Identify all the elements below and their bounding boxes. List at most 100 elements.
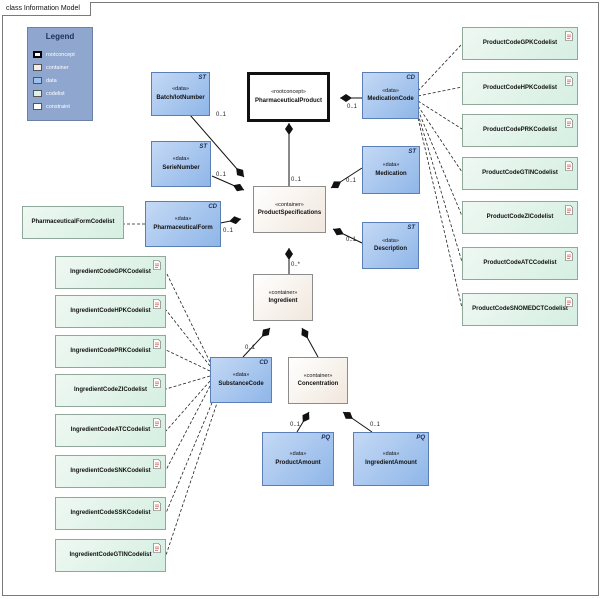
node-product-specifications[interactable]: «container» ProductSpecifications <box>253 186 326 233</box>
product-codelist-node[interactable]: ProductCodeGTINCodelist <box>462 157 578 190</box>
multiplicity-medication: 0..1 <box>346 178 357 184</box>
edge-prodamount-concentration <box>296 411 310 433</box>
legend-swatch <box>33 77 42 84</box>
codelist-icon <box>565 297 573 307</box>
legend-item-container: container <box>33 63 69 72</box>
node-name: PharmaceuticalProduct <box>254 97 323 104</box>
datatype-tag: PQ <box>416 435 425 441</box>
codelist-icon <box>153 418 161 428</box>
dep-medcode-prk <box>417 100 463 130</box>
codelist-icon <box>565 161 573 171</box>
node-name: IngredientCodeSSKCodelist <box>70 510 151 517</box>
node-name: IngredientCodeGPKCodelist <box>70 269 151 276</box>
node-ingredient[interactable]: «container» Ingredient <box>253 274 313 321</box>
datatype-tag: PQ <box>321 435 330 441</box>
dep-sub-ssk <box>165 397 215 514</box>
ingredient-codelist-node[interactable]: IngredientCodeGTINCodelist <box>55 539 166 572</box>
datatype-tag: ST <box>198 75 206 81</box>
ingredient-codelist-node[interactable]: IngredientCodeATCCodelist <box>55 414 166 447</box>
edge-batch-spec <box>189 114 245 178</box>
stereotype-label: «data» <box>382 451 400 458</box>
edge-medication-spec <box>330 167 363 189</box>
codelist-icon <box>153 378 161 388</box>
node-description[interactable]: ST «data» Description <box>362 222 419 269</box>
legend-label: codelist <box>46 90 65 97</box>
dep-sub-zi <box>165 375 211 390</box>
edge-concentration-ingredient <box>301 327 319 358</box>
ingredient-codelist-node[interactable]: IngredientCodeZICodelist <box>55 374 166 407</box>
node-name: Description <box>373 246 407 253</box>
codelist-icon <box>153 501 161 511</box>
stereotype-label: «data» <box>382 87 399 94</box>
datatype-tag: CD <box>406 75 415 81</box>
legend-item-codelist: codelist <box>33 89 65 98</box>
node-name: ProductCodeZICodelist <box>486 214 554 221</box>
dep-sub-gtin <box>165 399 219 556</box>
multiplicity-pform: 0..1 <box>223 228 234 234</box>
edge-serie-spec <box>211 175 245 192</box>
node-substance-code[interactable]: CD «data» SubstanceCode <box>210 357 272 403</box>
dep-sub-snk <box>165 385 211 471</box>
node-medication-code[interactable]: CD «data» MedicationCode <box>362 72 419 119</box>
multiplicity-medcode: 0..1 <box>347 104 358 110</box>
ingredient-codelist-node[interactable]: IngredientCodeHPKCodelist <box>55 295 166 328</box>
node-pharmaceutical-form-codelist[interactable]: PharmaceuticalFormCodelist <box>22 206 124 239</box>
ingredient-codelist-node[interactable]: IngredientCodePRKCodelist <box>55 335 166 368</box>
stereotype-label: «data» <box>382 162 400 169</box>
codelist-icon <box>565 76 573 86</box>
product-codelist-node[interactable]: ProductCodePRKCodelist <box>462 114 578 147</box>
dep-sub-prk <box>165 349 211 372</box>
codelist-icon <box>565 31 573 41</box>
multiplicity-batch: 0..1 <box>216 112 227 118</box>
stereotype-label: «data» <box>382 237 399 244</box>
datatype-tag: ST <box>408 149 416 155</box>
legend-swatch <box>33 90 42 97</box>
datatype-tag: CD <box>208 204 217 210</box>
node-product-amount[interactable]: PQ «data» ProductAmount <box>262 432 334 486</box>
edge-ingamount-concentration <box>342 411 373 433</box>
legend-swatch <box>33 51 42 58</box>
product-codelist-node[interactable]: ProductCodeATCCodelist <box>462 247 578 280</box>
node-pharmaceutical-product[interactable]: «rootconcept» PharmaceuticalProduct <box>247 72 330 122</box>
stereotype-label: «data» <box>172 86 189 93</box>
ingredient-codelist-node[interactable]: IngredientCodeSNKCodelist <box>55 455 166 488</box>
node-name: PharmaceuticalFormCodelist <box>31 219 115 226</box>
node-ingredient-amount[interactable]: PQ «data» IngredientAmount <box>353 432 429 486</box>
node-name: ProductCodeGPKCodelist <box>482 40 558 47</box>
node-name: SerieNumber <box>162 164 200 171</box>
dep-medcode-atc <box>417 113 463 263</box>
stereotype-label: «data» <box>172 156 190 163</box>
ingredient-codelist-node[interactable]: IngredientCodeGPKCodelist <box>55 256 166 289</box>
product-codelist-node[interactable]: ProductCodeSNOMEDCTCodelist <box>462 293 578 326</box>
node-name: IngredientCodePRKCodelist <box>70 348 151 355</box>
node-serie-number[interactable]: ST «data» SerieNumber <box>151 141 211 187</box>
dep-medcode-gpk <box>417 43 463 92</box>
product-codelist-node[interactable]: ProductCodeGPKCodelist <box>462 27 578 60</box>
legend-label: rootconcept <box>46 51 75 58</box>
dep-sub-hpk <box>165 309 211 367</box>
legend-item-data: data <box>33 76 57 85</box>
legend-swatch <box>33 103 42 110</box>
datatype-tag: CD <box>259 360 268 366</box>
node-name: ProductSpecifications <box>257 210 322 217</box>
multiplicity-prodamount: 0..1 <box>290 422 301 428</box>
ingredient-codelist-node[interactable]: IngredientCodeSSKCodelist <box>55 497 166 530</box>
dep-sub-atc <box>165 380 211 432</box>
node-name: Batch/lotNumber <box>156 94 205 101</box>
legend-label: constraint <box>46 103 70 110</box>
codelist-icon <box>153 299 161 309</box>
stereotype-label: «container» <box>268 289 298 296</box>
node-batch-lot-number[interactable]: ST «data» Batch/lotNumber <box>151 72 210 116</box>
multiplicity-ingamount: 0..1 <box>370 422 381 428</box>
node-medication[interactable]: ST «data» Medication <box>362 146 420 194</box>
node-name: MedicationCode <box>367 96 414 103</box>
product-codelist-node[interactable]: ProductCodeZICodelist <box>462 201 578 234</box>
node-name: IngredientCodeSNKCodelist <box>70 468 151 475</box>
node-name: Concentration <box>297 381 339 388</box>
node-concentration[interactable]: «container» Concentration <box>288 357 348 404</box>
product-codelist-node[interactable]: ProductCodeHPKCodelist <box>462 72 578 105</box>
node-pharmaceutical-form[interactable]: CD «data» PharmaceuticalForm <box>145 201 221 247</box>
codelist-icon <box>153 543 161 553</box>
dep-sub-gpk <box>165 271 211 363</box>
